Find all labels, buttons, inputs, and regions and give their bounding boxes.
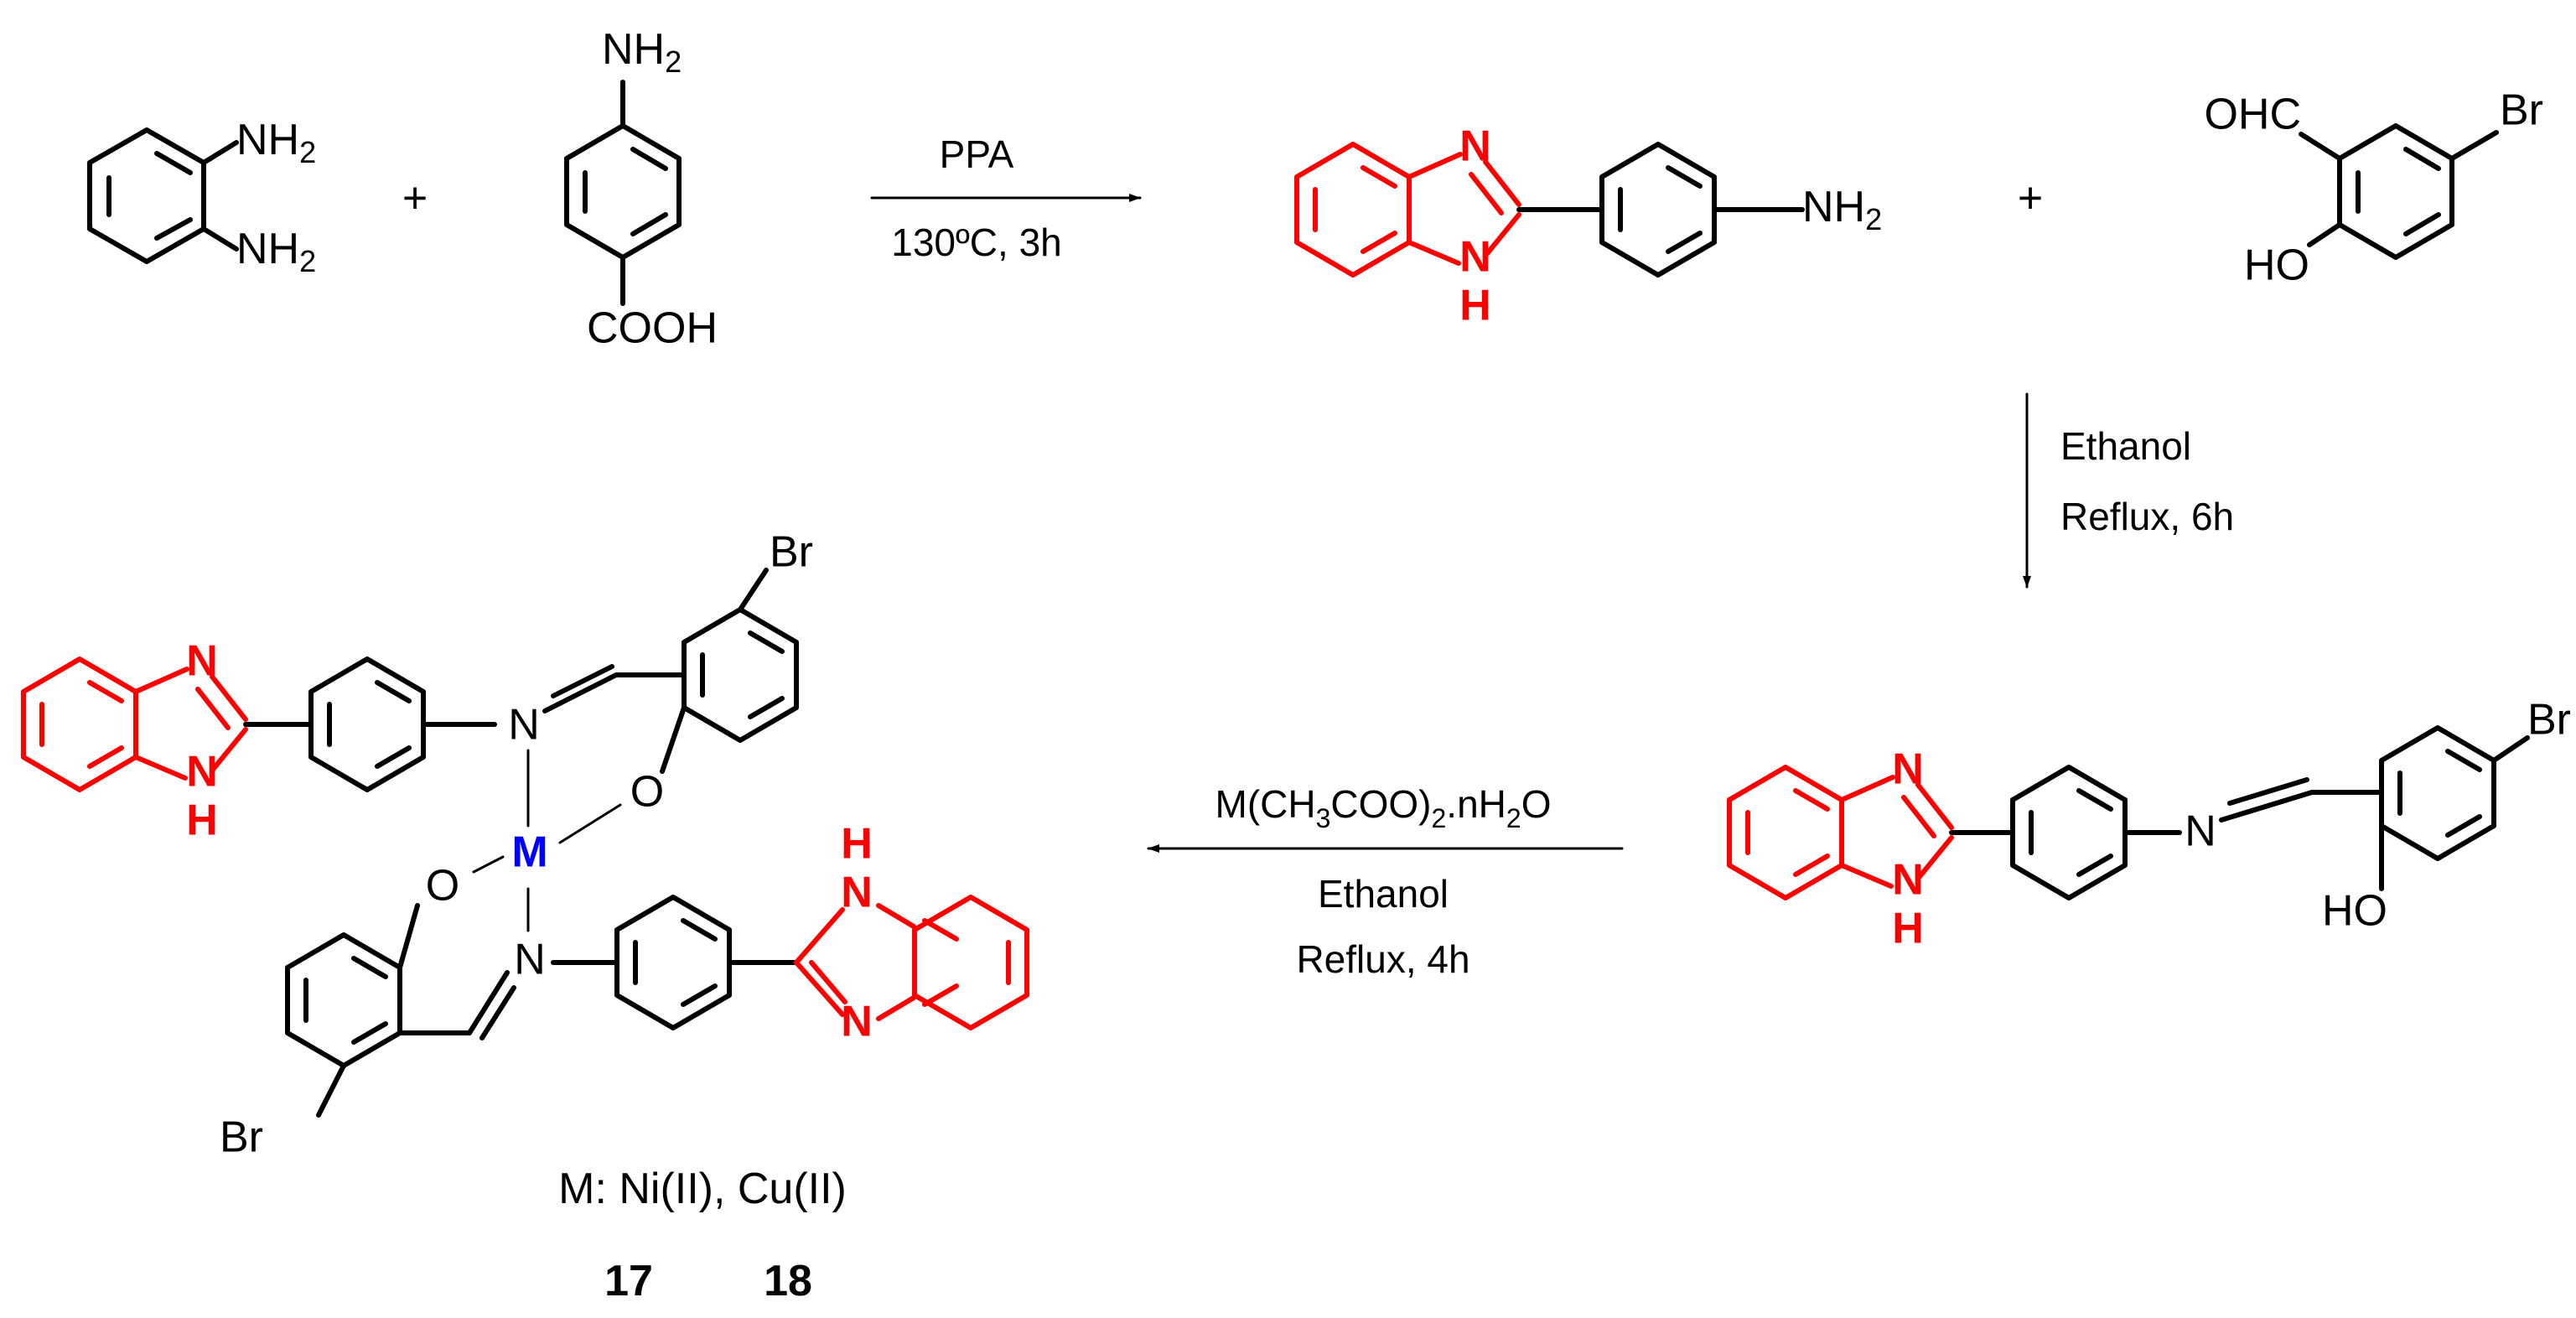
complex-bottom-o: O — [426, 862, 459, 911]
ligand-amine-n: N — [1892, 856, 1924, 905]
ligand-imine-n: N — [1892, 745, 1924, 794]
complex-bottom-amine-h: H — [841, 820, 873, 869]
acid-nh2: NH2 — [602, 25, 682, 79]
complex-top-azomethine-n: N — [508, 701, 540, 750]
complex-metal-m: M — [511, 828, 547, 877]
step2-time: Reflux, 6h — [2060, 495, 2234, 538]
complex-top-imine-n: N — [186, 637, 218, 686]
ligand-br: Br — [2527, 696, 2571, 745]
complex-br-bottom: Br — [220, 1113, 263, 1162]
step1-reagent: PPA — [940, 132, 1014, 176]
complex-top-o: O — [630, 768, 664, 817]
ligand-amine-h: H — [1892, 905, 1924, 953]
acid-cooh: COOH — [587, 304, 718, 353]
complex-bottom-imine-n: N — [841, 998, 873, 1046]
aldehyde-ho: HO — [2244, 241, 2309, 290]
aldehyde-ohc: OHC — [2204, 91, 2301, 139]
step3-metal-salt: M(CH3COO)2.nH2O — [1215, 782, 1552, 833]
metal-caption: M: Ni(II), Cu(II) — [558, 1165, 847, 1213]
step2-solvent: Ethanol — [2060, 424, 2191, 468]
compound-number-17: 17 — [604, 1257, 653, 1305]
aminobenzoic-acid-ring — [564, 80, 682, 306]
aldehyde-br: Br — [2500, 86, 2543, 135]
compound-number-18: 18 — [764, 1257, 812, 1305]
step3-solvent: Ethanol — [1318, 872, 1449, 916]
ligand-ho: HO — [2322, 887, 2387, 936]
metal-complex — [21, 568, 1029, 1118]
ligand-azomethine-n: N — [2185, 807, 2216, 856]
complex-br-top: Br — [770, 528, 813, 577]
bromosalicylaldehyde — [2299, 123, 2499, 260]
o-phenylenediamine-ring — [87, 127, 239, 264]
schiff-base-ligand — [1727, 725, 2530, 900]
p1-imine-n: N — [1459, 122, 1491, 171]
plus-sign-2: + — [2018, 174, 2043, 223]
step3-time: Reflux, 4h — [1296, 937, 1469, 981]
step1-temp-time: 130ºC, 3h — [891, 221, 1062, 264]
p1-nh2: NH2 — [1802, 183, 1882, 236]
diamine-nh2-top: NH2 — [236, 116, 316, 169]
plus-sign-1: + — [402, 174, 428, 223]
p1-amine-h: H — [1459, 282, 1491, 330]
complex-bottom-azomethine-n: N — [514, 936, 546, 984]
p1-amine-n: N — [1459, 233, 1491, 282]
complex-bottom-amine-n: N — [841, 869, 873, 917]
aminophenyl-benzimidazole — [1294, 142, 1805, 278]
diamine-nh2-bottom: NH2 — [236, 225, 316, 278]
complex-top-amine-n: N — [186, 748, 218, 797]
complex-top-amine-h: H — [186, 797, 218, 845]
